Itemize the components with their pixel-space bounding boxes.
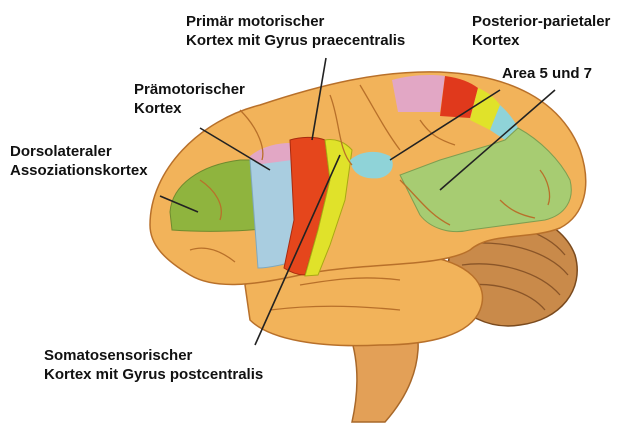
label-premotor-line1: Prämotorischer (134, 80, 245, 99)
label-area-5-7: Area 5 und 7 (502, 64, 592, 83)
label-dorsolateral: Dorsolateraler Assoziationskortex (10, 142, 148, 180)
label-posterior-parietal: Posterior-parietaler Kortex (472, 12, 610, 50)
region-area5-pink (392, 75, 445, 112)
label-posterior-parietal-line2: Kortex (472, 31, 610, 50)
label-premotor-line2: Kortex (134, 99, 245, 118)
label-dorsolateral-line1: Dorsolateraler (10, 142, 148, 161)
label-somatosensory-line1: Somatosensorischer (44, 346, 263, 365)
label-dorsolateral-line2: Assoziationskortex (10, 161, 148, 180)
label-somatosensory: Somatosensorischer Kortex mit Gyrus post… (44, 346, 263, 384)
label-somatosensory-line2: Kortex mit Gyrus postcentralis (44, 365, 263, 384)
label-area-5-7-line1: Area 5 und 7 (502, 64, 592, 83)
label-primary-motor-line2: Kortex mit Gyrus praecentralis (186, 31, 405, 50)
label-posterior-parietal-line1: Posterior-parietaler (472, 12, 610, 31)
label-primary-motor-line1: Primär motorischer (186, 12, 405, 31)
label-premotor: Prämotorischer Kortex (134, 80, 245, 118)
label-primary-motor: Primär motorischer Kortex mit Gyrus prae… (186, 12, 405, 50)
